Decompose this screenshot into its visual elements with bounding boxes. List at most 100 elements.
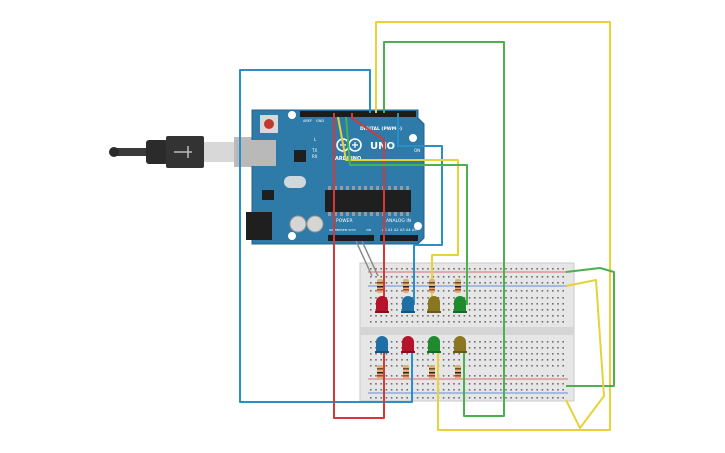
resistor-top-2 (403, 279, 409, 293)
breadboard-hole (474, 359, 476, 361)
breadboard-hole (546, 303, 549, 305)
breadboard-hole (552, 276, 554, 278)
breadboard-hole (442, 282, 445, 284)
breadboard-hole (505, 383, 507, 385)
breadboard-hole (385, 297, 388, 299)
wire-yellow-rail (565, 279, 605, 429)
breadboard-hole (489, 353, 492, 355)
breadboard-hole (484, 397, 486, 399)
breadboard-hole (557, 341, 559, 343)
breadboard-hole (463, 315, 466, 317)
breadboard-hole (458, 389, 460, 391)
breadboard-hole (546, 315, 549, 317)
breadboard-hole (453, 397, 455, 399)
breadboard-hole (448, 303, 450, 305)
breadboard-hole (489, 303, 492, 305)
breadboard-hole (500, 315, 502, 317)
breadboard-hole (432, 359, 434, 361)
breadboard-hole (494, 309, 497, 311)
breadboard-hole (385, 315, 388, 317)
breadboard-hole (531, 383, 533, 385)
breadboard-hole (484, 359, 486, 361)
breadboard-hole (468, 321, 471, 323)
breadboard-hole (474, 282, 476, 284)
breadboard-hole (406, 268, 408, 270)
breadboard-hole (458, 276, 460, 278)
breadboard-hole (474, 303, 476, 305)
breadboard-hole (505, 276, 507, 278)
breadboard-hole (375, 353, 377, 355)
breadboard-hole (557, 297, 559, 299)
breadboard-hole (536, 383, 538, 385)
breadboard-hole (401, 397, 403, 399)
breadboard-hole (552, 389, 554, 391)
breadboard-hole (453, 383, 455, 385)
breadboard-hole (526, 365, 528, 367)
atmega-chip (325, 190, 411, 212)
breadboard-hole (468, 268, 471, 270)
breadboard-hole (494, 383, 497, 385)
breadboard-hole (390, 397, 393, 399)
breadboard-hole (416, 389, 419, 391)
breadboard-hole (401, 353, 403, 355)
breadboard-hole (468, 282, 471, 284)
breadboard-hole (432, 389, 434, 391)
breadboard-hole (370, 276, 372, 278)
breadboard-hole (448, 276, 450, 278)
breadboard-hole (422, 359, 424, 361)
breadboard-hole (494, 268, 497, 270)
breadboard-hole (500, 341, 502, 343)
breadboard-hole (427, 375, 429, 377)
breadboard-hole (505, 309, 507, 311)
breadboard-hole (500, 297, 502, 299)
breadboard-hole (390, 365, 393, 367)
breadboard-hole (546, 309, 549, 311)
breadboard-hole (510, 297, 512, 299)
breadboard-hole (432, 397, 434, 399)
breadboard-hole (468, 375, 471, 377)
breadboard-hole (526, 282, 528, 284)
breadboard-hole (396, 347, 398, 349)
breadboard-hole (385, 290, 388, 292)
breadboard-hole (474, 321, 476, 323)
breadboard-hole (416, 359, 419, 361)
breadboard-hole (520, 375, 523, 377)
breadboard-hole (380, 353, 382, 355)
breadboard-hole (448, 353, 450, 355)
breadboard-hole (526, 303, 528, 305)
breadboard-hole (520, 268, 523, 270)
breadboard-hole (401, 282, 403, 284)
breadboard-hole (536, 290, 538, 292)
breadboard-hole (479, 353, 481, 355)
breadboard-hole (484, 290, 486, 292)
breadboard-hole (546, 341, 549, 343)
breadboard-hole (458, 397, 460, 399)
breadboard-hole (562, 341, 564, 343)
breadboard-hole (526, 290, 528, 292)
breadboard-hole (510, 315, 512, 317)
breadboard-hole (489, 359, 492, 361)
breadboard-hole (396, 297, 398, 299)
breadboard-hole (422, 297, 424, 299)
breadboard-hole (557, 353, 559, 355)
breadboard-hole (520, 389, 523, 391)
resistors (377, 279, 461, 379)
breadboard-hole (531, 347, 533, 349)
breadboard-hole (448, 375, 450, 377)
breadboard-hole (422, 375, 424, 377)
l-label: L (314, 137, 317, 142)
breadboard-hole (432, 383, 434, 385)
breadboard-hole (442, 365, 445, 367)
breadboard-hole (526, 276, 528, 278)
breadboard-hole (552, 315, 554, 317)
breadboard-hole (453, 365, 455, 367)
breadboard-hole (520, 321, 523, 323)
breadboard-hole (552, 383, 554, 385)
breadboard-hole (536, 276, 538, 278)
breadboard-hole (557, 282, 559, 284)
breadboard-hole (526, 389, 528, 391)
breadboard-hole (396, 397, 398, 399)
breadboard-hole (505, 282, 507, 284)
breadboard-hole (510, 383, 512, 385)
breadboard-hole (396, 341, 398, 343)
